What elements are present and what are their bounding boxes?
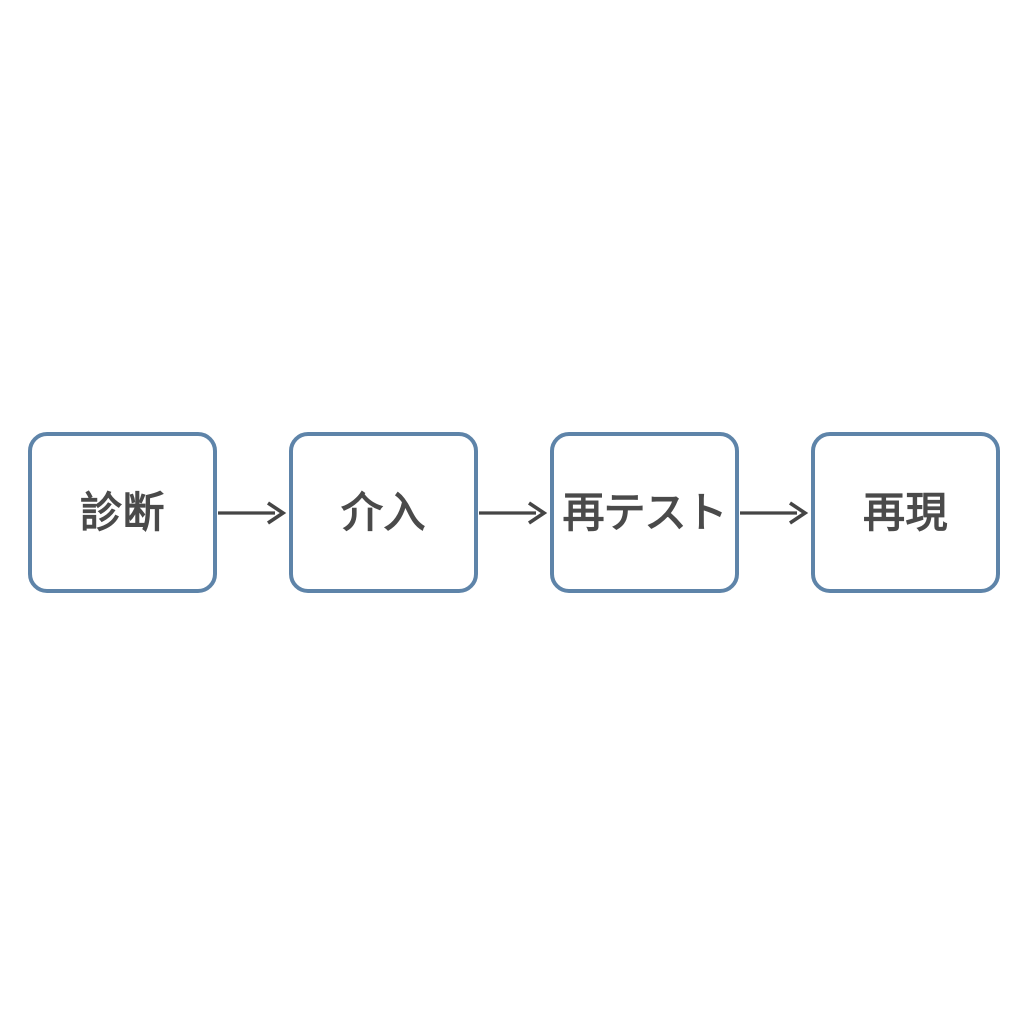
process-node-label: 再テスト xyxy=(562,487,727,537)
connector-arrow-2 xyxy=(478,432,550,593)
process-node-diagnosis[interactable]: 診断 xyxy=(28,432,217,593)
process-node-retest[interactable]: 再テスト xyxy=(550,432,739,593)
process-node-label: 再現 xyxy=(862,487,948,537)
arrow-right-icon xyxy=(478,500,550,526)
process-node-label: 診断 xyxy=(79,487,165,537)
arrow-right-icon xyxy=(217,500,289,526)
connector-arrow-3 xyxy=(739,432,811,593)
process-node-intervention[interactable]: 介入 xyxy=(289,432,478,593)
process-node-label: 介入 xyxy=(340,487,426,537)
arrow-right-icon xyxy=(739,500,811,526)
connector-arrow-1 xyxy=(217,432,289,593)
process-node-reproduction[interactable]: 再現 xyxy=(811,432,1000,593)
process-flow-row: 診断 介入 再テスト xyxy=(0,432,1024,593)
